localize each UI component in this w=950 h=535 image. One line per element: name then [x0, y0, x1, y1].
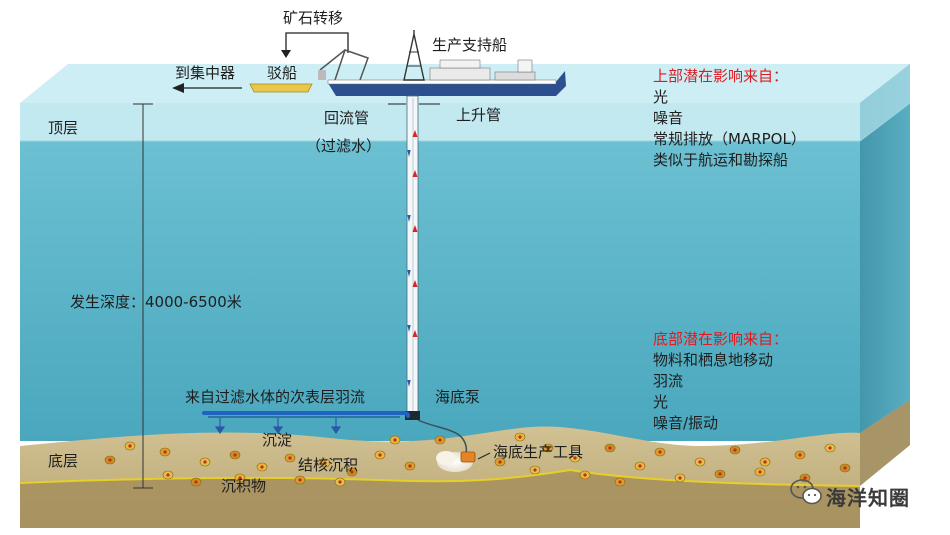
upper-impacts: 上部潜在影响来自： 光 噪音 常规排放（MARPOL） 类似于航运和勘探船 [653, 66, 806, 171]
nodule-core [323, 461, 327, 465]
watermark: 海洋知圈 [826, 482, 910, 511]
ocean-body [20, 141, 860, 441]
upper-impact-item: 噪音 [653, 109, 684, 127]
riser-flow-arrow [412, 225, 418, 232]
sediment-label: 沉积物 [221, 477, 267, 495]
production-support-vessel [318, 30, 566, 96]
nodule-core [166, 473, 170, 477]
lower-impacts-title: 底部潜在影响来自： [653, 330, 789, 348]
nodule-core [238, 476, 242, 480]
nodule-core [260, 465, 264, 469]
return-pipe-label: 回流管 [324, 109, 370, 127]
nodule-core [758, 470, 762, 474]
nodule-core [533, 468, 537, 472]
nodule-core [733, 448, 737, 452]
nodule-core [828, 446, 832, 450]
bottom-layer-label: 底层 [48, 452, 79, 470]
subsurface-plume-label: 来自过滤水体的次表层羽流 [185, 388, 366, 406]
riser-label: 上升管 [456, 106, 502, 124]
ore-transfer-arrow [281, 32, 349, 58]
subsurface-plume-discharge [202, 411, 410, 418]
nodule-core [518, 435, 522, 439]
nodule-core [843, 466, 847, 470]
nodule-core [698, 460, 702, 464]
nodule-core [718, 472, 722, 476]
ocean-right-side [860, 64, 910, 485]
nodule-core [203, 460, 207, 464]
barge [249, 83, 313, 93]
lower-impact-item: 光 [653, 393, 669, 411]
nodule-core [573, 456, 577, 460]
nodule-core [298, 478, 302, 482]
settling-arrows [214, 418, 342, 435]
watermark-text: 海洋知圈 [826, 486, 910, 510]
nodule-field [104, 432, 851, 487]
nodule-core [763, 460, 767, 464]
nodule-core [338, 480, 342, 484]
nodule-core [658, 450, 662, 454]
nodule-core [438, 438, 442, 442]
lower-impacts: 底部潜在影响来自： 物料和栖息地移动 羽流 光 噪音/振动 [653, 329, 788, 434]
nodule-core [618, 480, 622, 484]
upper-impact-item: 常规排放（MARPOL） [653, 130, 806, 148]
riser-flow-arrow [412, 280, 418, 287]
lower-impact-item: 羽流 [653, 372, 684, 390]
nodule-core [288, 456, 292, 460]
riser-flow-arrow [412, 330, 418, 337]
ocean-right-side-top [860, 64, 910, 141]
nodule-core [163, 450, 167, 454]
lower-impact-item: 噪音/振动 [653, 414, 719, 432]
to-concentrator-arrow [172, 83, 242, 93]
nodule-core [546, 446, 550, 450]
nodule-core [583, 473, 587, 477]
ocean-surface-layer [20, 103, 860, 141]
nodule-core [498, 460, 502, 464]
seafloor-tool-label: 海底生产工具 [493, 443, 584, 461]
nodule-core [108, 458, 112, 462]
return-flow-arrows [407, 150, 411, 387]
nodule-core [350, 470, 354, 474]
nodule-core [233, 453, 237, 457]
return-flow-arrow [407, 270, 411, 277]
nodule-core [638, 464, 642, 468]
nodule-core [608, 446, 612, 450]
riser-pipe [406, 95, 419, 415]
barge-label: 驳船 [267, 64, 298, 82]
lower-impact-item: 物料和栖息地移动 [653, 351, 774, 369]
seafloor-production-tool [436, 451, 491, 472]
to-concentrator-label: 到集中器 [175, 64, 236, 82]
depth-scale [133, 103, 153, 489]
nodule-core [128, 444, 132, 448]
seabed-deep-layer [20, 470, 860, 528]
return-flow-arrow [407, 325, 411, 332]
nodule-core [378, 453, 382, 457]
riser-flow-arrow [412, 170, 418, 177]
ore-transfer-label: 矿石转移 [283, 9, 344, 27]
upper-impacts-title: 上部潜在影响来自： [653, 67, 789, 85]
nodule-core [393, 438, 397, 442]
riser-flow-arrows [412, 130, 418, 337]
return-flow-arrow [407, 150, 411, 157]
seafloor-pump-label: 海底泵 [435, 388, 481, 406]
nodule-core [194, 480, 198, 484]
seafloor-pump [405, 411, 420, 420]
production-vessel-label: 生产支持船 [432, 36, 508, 54]
nodule-core [798, 453, 802, 457]
return-flow-arrow [407, 215, 411, 222]
filtered-water-label: （过滤水） [306, 137, 382, 155]
nodule-deposit-label: 结核沉积 [298, 456, 359, 474]
settling-label: 沉淀 [262, 431, 293, 449]
nodule-core [408, 464, 412, 468]
depth-label: 发生深度：4000-6500米 [70, 293, 242, 311]
upper-impact-item: 光 [653, 88, 669, 106]
upper-impact-item: 类似于航运和勘探船 [653, 151, 789, 169]
nodule-core [678, 476, 682, 480]
wechat-icon [790, 479, 822, 505]
nodule-core [803, 476, 807, 480]
top-layer-label: 顶层 [48, 119, 79, 137]
return-flow-arrow [407, 380, 411, 387]
riser-flow-arrow [412, 130, 418, 137]
